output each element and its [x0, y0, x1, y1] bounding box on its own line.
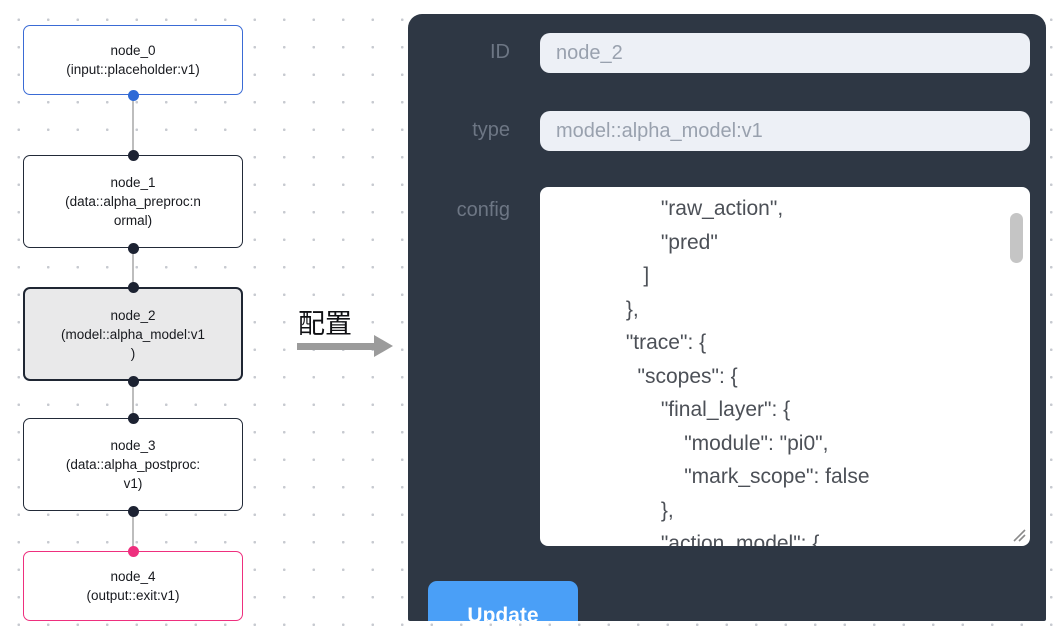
type-input[interactable] [540, 111, 1030, 151]
node-node_3[interactable]: node_3 (data::alpha_postproc: v1) [23, 418, 243, 511]
id-field-label: ID [490, 41, 510, 63]
config-line: "action_model": { [550, 532, 820, 546]
config-line: "raw_action", [550, 197, 784, 220]
config-json-content: "raw_action", "pred" ] }, "trace": { "sc… [550, 192, 1008, 546]
node-label: node_3 (data::alpha_postproc: v1) [65, 438, 201, 491]
config-arrow-icon [297, 335, 393, 357]
config-line: "pred" [550, 230, 718, 254]
config-line: ] [550, 264, 650, 287]
edge-node2-node3 [132, 381, 134, 418]
edge-node3-node4 [132, 511, 134, 551]
arrow-shaft [297, 342, 374, 350]
type-field-label: type [472, 119, 510, 141]
config-line: }, [550, 498, 674, 522]
port-node4-in[interactable] [127, 545, 139, 557]
node-label: node_2 (model::alpha_model:v1 ) [60, 307, 206, 361]
scrollbar-thumb[interactable] [1010, 213, 1023, 263]
config-field-label: config [456, 199, 510, 221]
config-line: }, [550, 297, 639, 321]
port-node1-out[interactable] [127, 242, 139, 254]
node-node_2-selected[interactable]: node_2 (model::alpha_model:v1 ) [23, 287, 243, 381]
port-node2-out[interactable] [127, 375, 139, 387]
config-arrow-label: 配置 [298, 309, 352, 339]
config-line: "scopes": { [550, 364, 738, 388]
config-json-textarea[interactable]: "raw_action", "pred" ] }, "trace": { "sc… [540, 187, 1030, 546]
resize-handle-icon[interactable] [1011, 527, 1027, 543]
node-config-panel: ID type config "raw_action", "pred" ] },… [408, 14, 1046, 621]
port-node0-out[interactable] [127, 89, 139, 101]
node-label: node_0 (input::placeholder:v1) [66, 43, 200, 77]
node-node_4[interactable]: node_4 (output::exit:v1) [23, 551, 243, 621]
config-line: "module": "pi0", [550, 431, 829, 455]
id-input[interactable] [540, 33, 1030, 73]
config-line: "final_layer": { [550, 398, 791, 421]
port-node1-in[interactable] [127, 149, 139, 161]
node-node_0[interactable]: node_0 (input::placeholder:v1) [23, 25, 243, 95]
edge-node0-node1 [132, 95, 134, 155]
config-line: "mark_scope": false [550, 465, 870, 488]
config-line: "trace": { [550, 331, 707, 354]
update-button[interactable]: Update [428, 581, 578, 621]
arrow-head [374, 335, 393, 357]
port-node3-in[interactable] [127, 412, 139, 424]
edge-node1-node2 [132, 248, 134, 287]
node-label: node_1 (data::alpha_preproc:n ormal) [65, 175, 201, 228]
node-label: node_4 (output::exit:v1) [86, 569, 180, 603]
node-node_1[interactable]: node_1 (data::alpha_preproc:n ormal) [23, 155, 243, 248]
port-node2-in[interactable] [127, 281, 139, 293]
port-node3-out[interactable] [127, 505, 139, 517]
